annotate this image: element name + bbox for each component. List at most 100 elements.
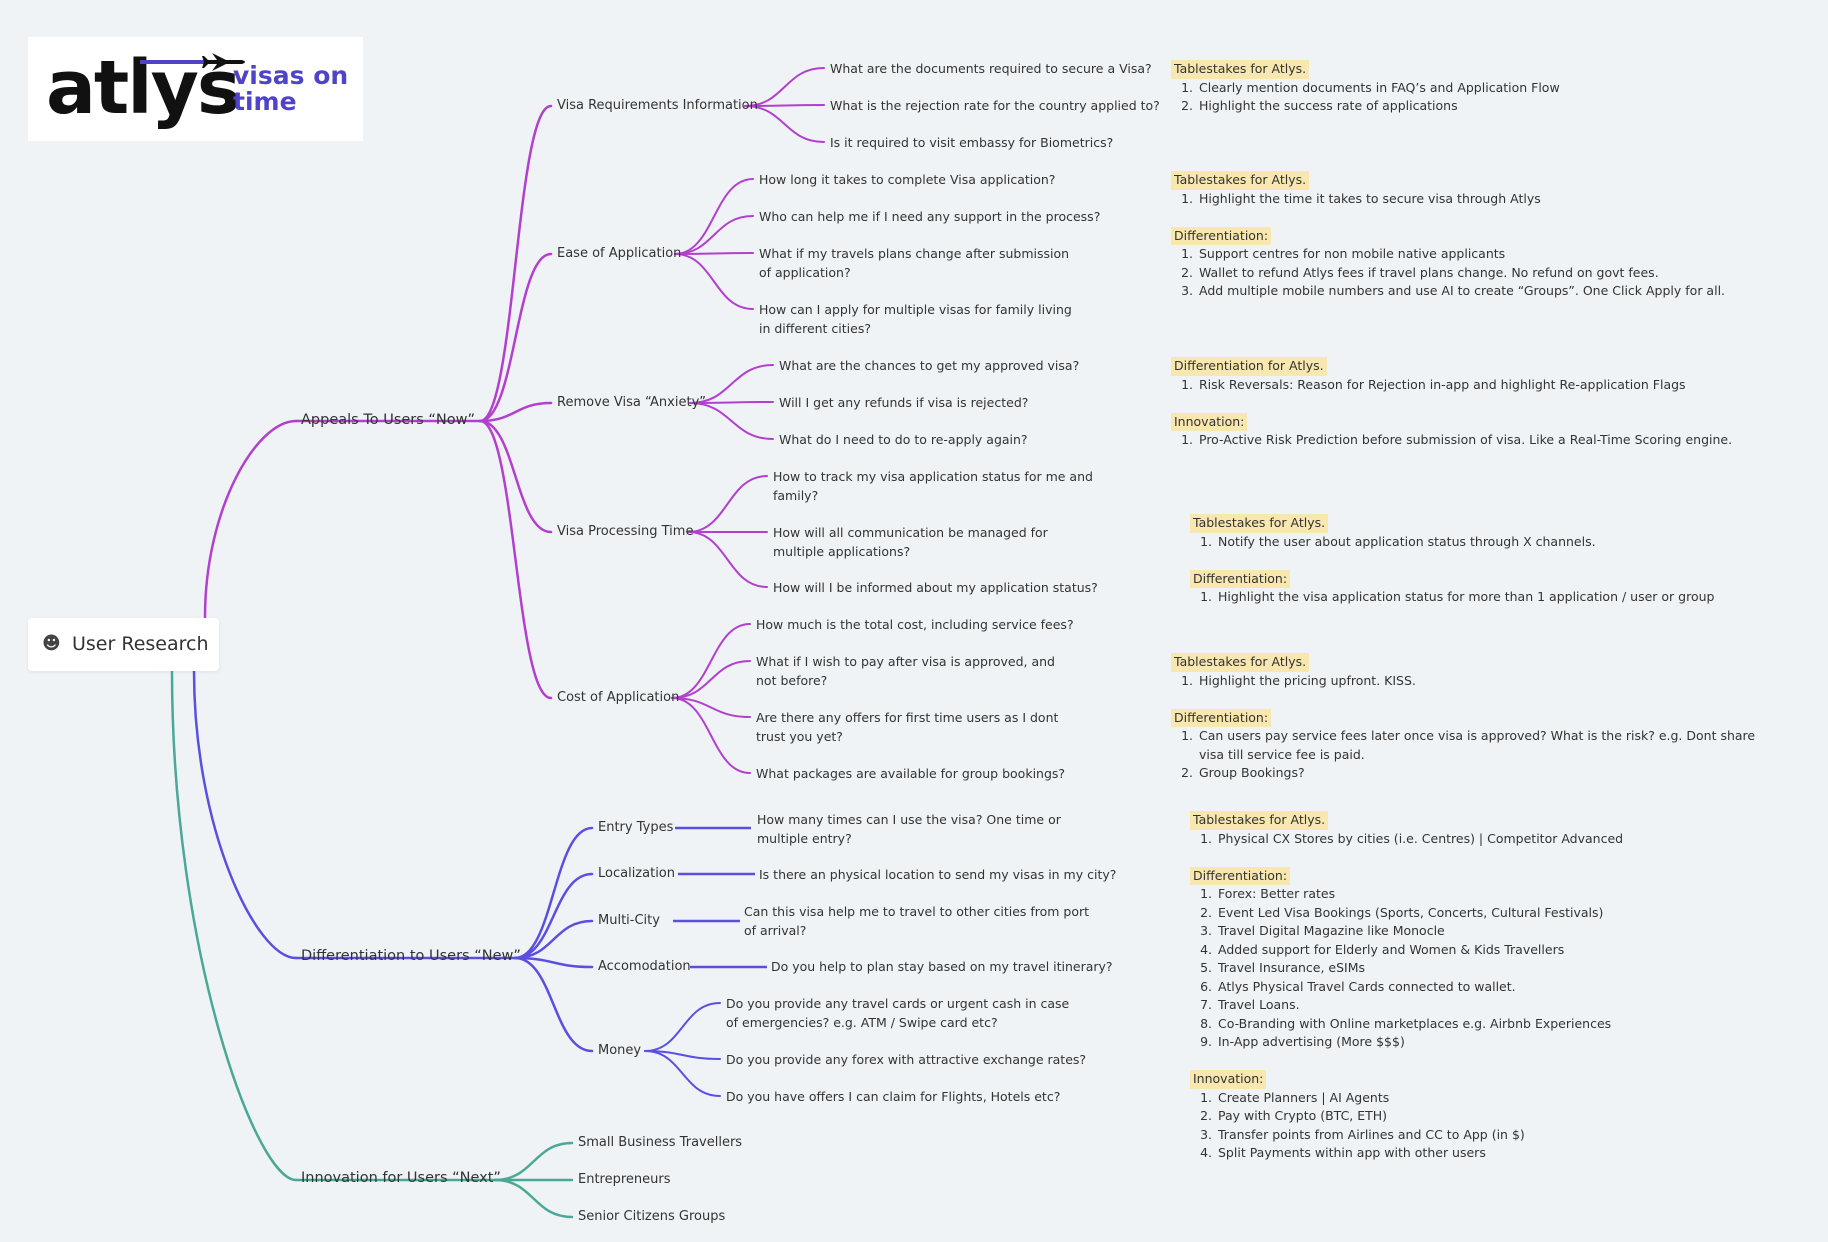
note-block: Tablestakes for Atlys. Highlight the tim… [1171,171,1751,208]
question-node[interactable]: What are the documents required to secur… [830,61,1152,76]
question-node[interactable]: Do you help to plan stay based on my tra… [771,959,1113,974]
note-item: Can users pay service fees later once vi… [1197,727,1781,764]
sub-visa-requirements[interactable]: Visa Requirements Information [557,98,758,113]
question-node[interactable]: Is there an physical location to send my… [759,867,1117,882]
note-cost-of-application: Tablestakes for Atlys. Highlight the pri… [1171,653,1781,801]
note-heading: Innovation: [1190,1070,1267,1089]
sub-multi-city[interactable]: Multi-City [598,913,660,928]
note-item: Added support for Elderly and Women & Ki… [1216,941,1770,960]
note-list: Highlight the time it takes to secure vi… [1171,190,1751,209]
question-node[interactable]: What do I need to do to re-apply again? [779,432,1028,447]
note-list: Can users pay service fees later once vi… [1171,727,1781,783]
sub-entry-types[interactable]: Entry Types [598,820,674,835]
sub-money[interactable]: Money [598,1043,642,1058]
question-node[interactable]: How long it takes to complete Visa appli… [759,172,1056,187]
note-list: Support centres for non mobile native ap… [1171,245,1751,301]
note-block: Innovation: Pro-Active Risk Prediction b… [1171,412,1771,450]
question-node[interactable]: Do you have offers I can claim for Fligh… [726,1089,1061,1104]
note-list: Clearly mention documents in FAQ’s and A… [1171,79,1751,116]
note-visa-processing-time: Tablestakes for Atlys. Notify the user a… [1190,514,1770,625]
question-node[interactable]: How much is the total cost, including se… [756,617,1074,632]
note-item: Physical CX Stores by cities (i.e. Centr… [1216,830,1770,849]
sub-remove-visa-anxiety[interactable]: Remove Visa “Anxiety” [557,395,706,410]
sub-localization[interactable]: Localization [598,866,675,881]
note-block: Differentiation: Can users pay service f… [1171,708,1781,783]
connector-line [674,252,754,255]
sub-visa-processing-time[interactable]: Visa Processing Time [557,524,694,539]
connector-line [644,1050,721,1097]
note-block: Innovation: Create Planners | AI Agents … [1190,1070,1770,1163]
branch-differentiation[interactable]: Differentiation to Users “New” [301,948,521,964]
connector-line [687,475,768,533]
note-list: Risk Reversals: Reason for Rejection in-… [1171,376,1771,395]
connector-line [744,67,825,107]
note-heading: Differentiation: [1171,708,1272,727]
question-node[interactable]: Who can help me if I need any support in… [759,209,1101,224]
note-block: Tablestakes for Atlys. Clearly mention d… [1171,60,1751,116]
sub-small-business-travellers[interactable]: Small Business Travellers [578,1135,743,1150]
question-node[interactable]: Do you provide any forex with attractive… [726,1052,1087,1067]
note-heading: Differentiation: [1171,226,1272,245]
note-heading: Tablestakes for Atlys. [1171,653,1310,672]
question-node[interactable]: Will I get any refunds if visa is reject… [779,395,1029,410]
note-item: Pay with Crypto (BTC, ETH) [1216,1107,1770,1126]
note-heading: Innovation: [1171,412,1248,431]
question-node[interactable]: How will I be informed about my applicat… [773,580,1098,595]
connector-line [674,253,754,310]
note-item: Travel Digital Magazine like Monocle [1216,922,1770,941]
note-block: Differentiation: Support centres for non… [1171,226,1751,301]
note-item: Wallet to refund Atlys fees if travel pl… [1197,264,1751,283]
question-node[interactable]: How to track my visa application status … [773,469,1093,503]
question-node[interactable]: What if my travels plans change after su… [759,246,1070,280]
note-block: Differentiation for Atlys. Risk Reversal… [1171,357,1771,394]
sub-cost-of-application[interactable]: Cost of Application [557,690,680,705]
connector-line [674,215,754,255]
connector-line [478,419,553,534]
note-list: Create Planners | AI Agents Pay with Cry… [1190,1089,1770,1163]
branch-innovation[interactable]: Innovation for Users “Next” [301,1170,501,1186]
question-node[interactable]: How many times can I use the visa? One t… [757,812,1061,846]
sub-ease-of-application[interactable]: Ease of Application [557,246,682,261]
root-node[interactable]: ☻ User Research [28,618,219,671]
connector-line [493,1178,574,1219]
note-item: Transfer points from Airlines and CC to … [1216,1126,1770,1145]
connector-line [689,364,774,404]
note-item: Add multiple mobile numbers and use AI t… [1197,282,1751,301]
note-list: Physical CX Stores by cities (i.e. Centr… [1190,830,1770,849]
note-visa-requirements: Tablestakes for Atlys. Clearly mention d… [1171,60,1751,134]
connector-line [644,1002,721,1052]
note-item: Highlight the visa application status fo… [1216,588,1770,607]
question-node[interactable]: How will all communication be managed fo… [773,525,1048,559]
sub-senior-citizens-groups[interactable]: Senior Citizens Groups [578,1209,726,1224]
sub-accomodation[interactable]: Accomodation [598,959,691,974]
note-ease-of-application: Tablestakes for Atlys. Highlight the tim… [1171,171,1751,319]
note-item: Highlight the pricing upfront. KISS. [1197,672,1781,691]
question-node[interactable]: Can this visa help me to travel to other… [744,904,1090,938]
note-remove-visa-anxiety: Differentiation for Atlys. Risk Reversal… [1171,357,1771,468]
question-node[interactable]: What is the rejection rate for the count… [830,98,1160,113]
question-node[interactable]: Are there any offers for first time user… [756,710,1059,744]
note-heading: Differentiation: [1190,866,1291,885]
question-node[interactable]: What packages are available for group bo… [756,766,1066,781]
connector-line [744,105,825,143]
question-node[interactable]: Do you provide any travel cards or urgen… [726,996,1070,1030]
logo-tagline: visas on time [233,61,349,116]
note-item: Travel Insurance, eSIMs [1216,959,1770,978]
branch-appeals[interactable]: Appeals To Users “Now” [301,412,476,428]
note-heading: Differentiation for Atlys. [1171,357,1327,376]
connector-line [478,401,553,423]
question-node[interactable]: How can I apply for multiple visas for f… [759,302,1072,336]
connector-line [478,252,553,423]
sub-entrepreneurs[interactable]: Entrepreneurs [578,1172,671,1187]
note-block: Differentiation: Forex: Better rates Eve… [1190,866,1770,1052]
question-node[interactable]: What are the chances to get my approved … [779,358,1080,373]
note-block: Tablestakes for Atlys. Physical CX Store… [1190,811,1770,848]
note-item: Highlight the time it takes to secure vi… [1197,190,1751,209]
note-item: Co-Branding with Online marketplaces e.g… [1216,1015,1770,1034]
note-block: Tablestakes for Atlys. Highlight the pri… [1171,653,1781,690]
note-item: Group Bookings? [1197,764,1781,783]
question-node[interactable]: Is it required to visit embassy for Biom… [830,135,1114,150]
note-item: Pro-Active Risk Prediction before submis… [1197,431,1771,450]
question-node[interactable]: What if I wish to pay after visa is appr… [756,654,1055,688]
note-item: Support centres for non mobile native ap… [1197,245,1751,264]
